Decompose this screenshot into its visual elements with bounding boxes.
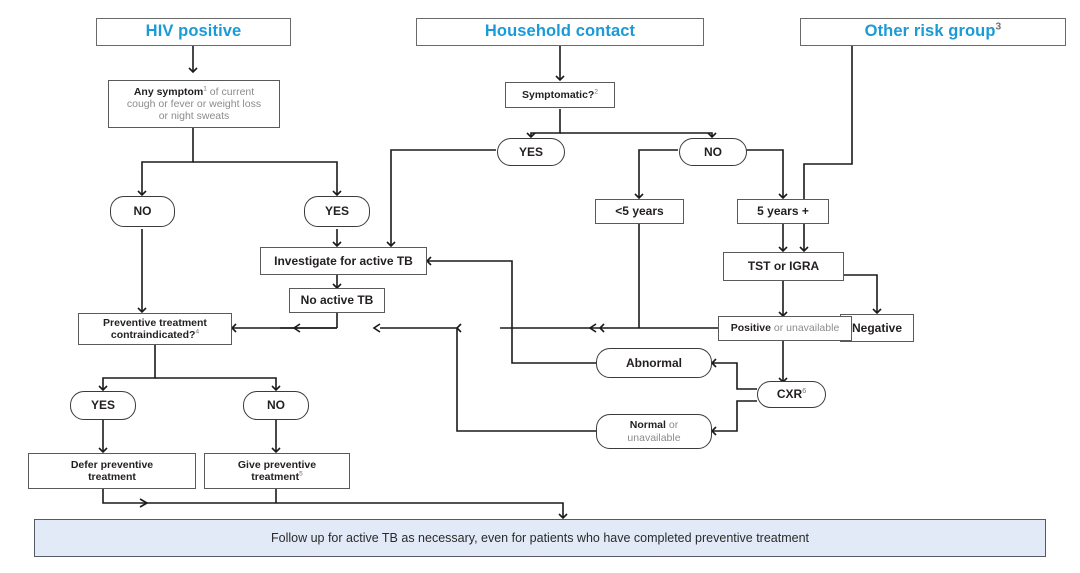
give-line1: Give preventive xyxy=(237,458,317,471)
node-household-no-label: NO xyxy=(704,144,722,159)
banner-follow-up[interactable]: Follow up for active TB as necessary, ev… xyxy=(34,519,1046,557)
node-give-preventive-treatment[interactable]: Give preventive treatment5 xyxy=(204,453,350,489)
node-positive-or-unavailable[interactable]: Positive or unavailable xyxy=(718,316,852,341)
node-hiv-yes[interactable]: YES xyxy=(304,196,370,227)
footnote-marker-5: 5 xyxy=(299,470,303,478)
node-preventive-no[interactable]: NO xyxy=(243,391,309,420)
footnote-marker-2: 2 xyxy=(594,88,598,96)
header-household-contact-label: Household contact xyxy=(484,22,636,41)
node-symptomatic-label: Symptomatic? xyxy=(522,88,595,101)
any-symptom-rest: of current xyxy=(206,85,255,98)
node-tst-or-igra-label: TST or IGRA xyxy=(747,259,820,274)
header-hiv-positive[interactable]: HIV positive xyxy=(96,18,291,46)
node-household-yes-label: YES xyxy=(518,144,543,159)
footnote-marker-1: 1 xyxy=(203,85,207,93)
node-investigate-active-tb-label: Investigate for active TB xyxy=(274,253,413,268)
node-positive-gray: or unavailable xyxy=(770,322,840,335)
node-hiv-yes-label: YES xyxy=(324,204,349,219)
node-cxr[interactable]: CXR6 xyxy=(757,381,826,408)
defer-line1: Defer preventive xyxy=(70,458,154,471)
header-household-contact[interactable]: Household contact xyxy=(416,18,704,46)
header-hiv-positive-label: HIV positive xyxy=(145,22,242,41)
header-other-risk-group-label: Other risk group xyxy=(864,22,996,41)
any-symptom-bold: Any symptom xyxy=(133,85,204,98)
node-negative[interactable]: Negative xyxy=(840,314,914,342)
contraindicated-line2: contraindicated? xyxy=(110,329,196,341)
banner-follow-up-label: Follow up for active TB as necessary, ev… xyxy=(270,530,809,545)
node-under-5-years[interactable]: <5 years xyxy=(595,199,684,224)
node-no-active-tb-label: No active TB xyxy=(300,293,374,308)
node-normal-gray: or xyxy=(665,419,679,432)
node-preventive-no-label: NO xyxy=(267,398,285,413)
defer-line2: treatment xyxy=(88,471,136,483)
node-negative-label: Negative xyxy=(851,320,903,335)
node-preventive-treatment-contraindicated[interactable]: Preventive treatment contraindicated?4 xyxy=(78,313,232,345)
any-symptom-line2: cough or fever or weight loss xyxy=(126,97,262,110)
node-5-years-plus[interactable]: 5 years + xyxy=(737,199,829,224)
node-normal-line2: unavailable xyxy=(627,431,681,444)
give-line2: treatment xyxy=(251,471,300,483)
node-no-active-tb[interactable]: No active TB xyxy=(289,288,385,313)
node-abnormal-label: Abnormal xyxy=(625,355,682,370)
node-investigate-active-tb[interactable]: Investigate for active TB xyxy=(260,247,427,275)
node-hiv-no-label: NO xyxy=(133,204,152,219)
node-symptomatic[interactable]: Symptomatic?2 xyxy=(505,82,615,108)
footnote-marker-6: 6 xyxy=(802,386,807,395)
footnote-marker-4: 4 xyxy=(195,328,200,336)
node-preventive-yes[interactable]: YES xyxy=(70,391,136,420)
node-defer-preventive-treatment[interactable]: Defer preventive treatment xyxy=(28,453,196,489)
node-under-5-years-label: <5 years xyxy=(615,204,664,219)
any-symptom-line3: or night sweats xyxy=(158,110,230,123)
node-normal-bold: Normal xyxy=(629,419,666,432)
node-5-years-plus-label: 5 years + xyxy=(757,204,809,219)
node-normal-or-unavailable[interactable]: Normal or unavailable xyxy=(596,414,712,449)
contraindicated-line1: Preventive treatment xyxy=(103,316,207,329)
node-household-no[interactable]: NO xyxy=(679,138,747,166)
node-household-yes[interactable]: YES xyxy=(497,138,565,166)
node-tst-or-igra[interactable]: TST or IGRA xyxy=(723,252,844,281)
node-preventive-yes-label: YES xyxy=(90,398,115,413)
node-hiv-no[interactable]: NO xyxy=(110,196,175,227)
node-positive-bold: Positive xyxy=(730,322,771,335)
node-cxr-label: CXR xyxy=(776,386,803,401)
footnote-marker-3: 3 xyxy=(995,21,1002,33)
node-any-symptom[interactable]: Any symptom1 of current cough or fever o… xyxy=(108,80,280,128)
node-abnormal[interactable]: Abnormal xyxy=(596,348,712,378)
header-other-risk-group[interactable]: Other risk group3 xyxy=(800,18,1066,46)
